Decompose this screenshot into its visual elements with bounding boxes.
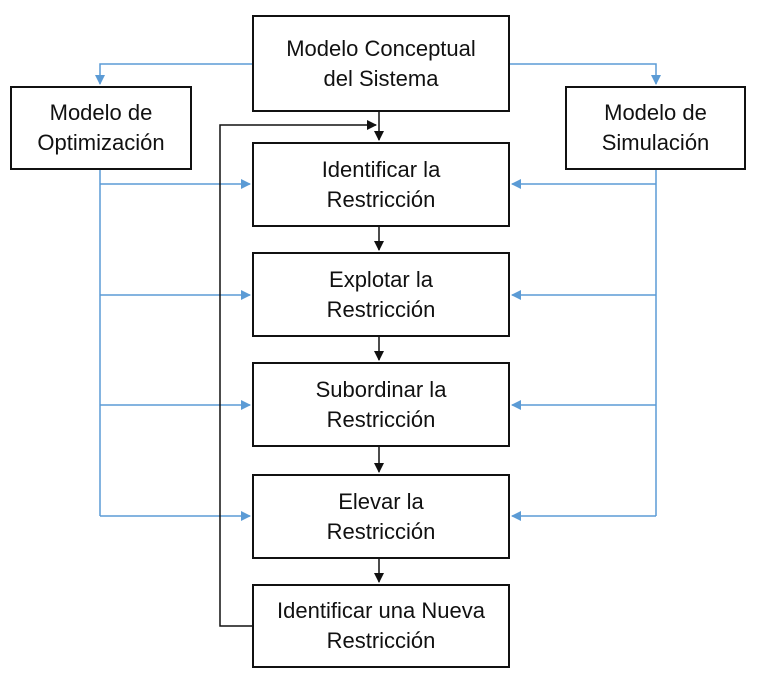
step1-label-line1: Identificar la	[321, 156, 441, 182]
simulation-model-label-line1: Modelo de	[604, 100, 707, 125]
step-identify-new-constraint-box: Identificar una Nueva Restricción	[252, 584, 510, 668]
conceptual-to-simulation-connector	[510, 63, 661, 85]
conceptual-to-optimization-connector	[95, 63, 252, 85]
step5-label-line1: Identificar una Nueva	[277, 598, 485, 623]
simulation-model-box: Modelo de Simulación	[565, 86, 746, 170]
step-elevate-constraint-box: Elevar la Restricción	[252, 474, 510, 559]
optimization-model-label-line2: Optimización	[37, 130, 165, 155]
optimization-model-label-line1: Modelo de	[49, 100, 153, 125]
simulation-model-label-line2: Simulación	[601, 130, 710, 155]
step4-label-line2: Restricción	[326, 518, 436, 544]
step5-label-line2: Restricción	[326, 628, 436, 653]
step3-label-line1: Subordinar la	[315, 376, 447, 402]
step2-label-line2: Restricción	[326, 296, 436, 322]
step3-label-line2: Restricción	[326, 406, 436, 432]
optimization-model-box: Modelo de Optimización	[10, 86, 192, 170]
conceptual-model-label-line1: Modelo Conceptual	[286, 35, 476, 61]
step-identify-constraint-box: Identificar la Restricción	[252, 142, 510, 227]
step2-label-line1: Explotar la	[329, 266, 433, 292]
step-exploit-constraint-box: Explotar la Restricción	[252, 252, 510, 337]
step-subordinate-constraint-box: Subordinar la Restricción	[252, 362, 510, 447]
step1-label-line2: Restricción	[326, 186, 436, 212]
conceptual-model-box: Modelo Conceptual del Sistema	[252, 15, 510, 112]
feedback-loop-arrow	[219, 120, 377, 627]
step4-label-line1: Elevar la	[338, 488, 424, 514]
conceptual-model-label-line2: del Sistema	[323, 65, 439, 91]
